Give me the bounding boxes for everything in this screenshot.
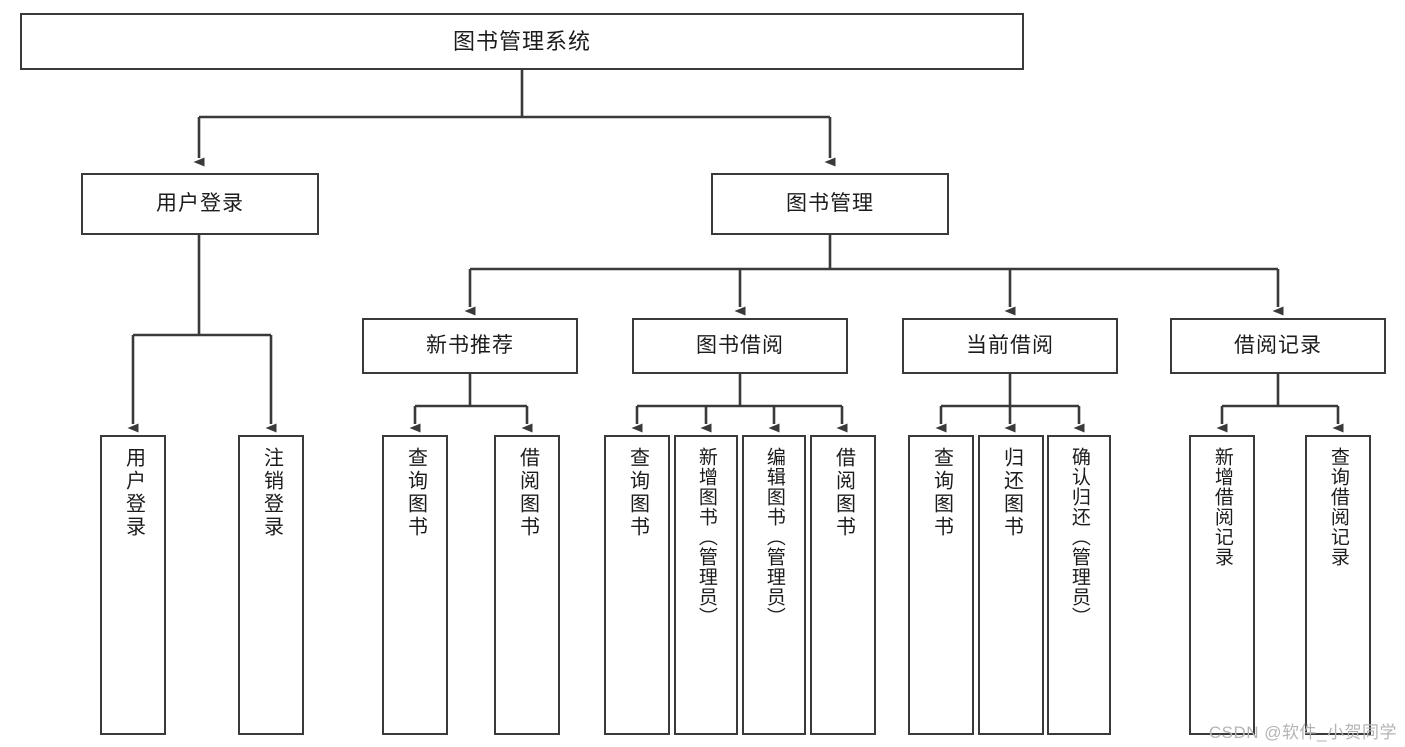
node-new-book-recommend[interactable]: 新书推荐: [362, 318, 578, 374]
leaf-user-login-login-label: 用户登录: [122, 447, 145, 539]
leaf-user-login-logout-label: 注销登录: [260, 447, 283, 539]
leaf-borrow-borrow-book-label: 借阅图书: [832, 447, 855, 539]
leaf-new-book-borrow[interactable]: 借阅图书: [494, 435, 560, 735]
leaf-record-add-label: 新增借阅记录: [1211, 447, 1233, 567]
leaf-user-login-logout[interactable]: 注销登录: [238, 435, 304, 735]
leaf-borrow-add-book-label: 新增图书（管理员）: [695, 447, 717, 627]
watermark: CSDN @软件_小贺同学: [1208, 723, 1397, 742]
node-new-book-recommend-label: 新书推荐: [426, 333, 514, 357]
node-user-login[interactable]: 用户登录: [81, 173, 319, 235]
leaf-new-book-query[interactable]: 查询图书: [382, 435, 448, 735]
leaf-current-query-book-label: 查询图书: [930, 447, 953, 539]
leaf-borrow-borrow-book[interactable]: 借阅图书: [810, 435, 876, 735]
leaf-user-login-login[interactable]: 用户登录: [100, 435, 166, 735]
node-book-borrow[interactable]: 图书借阅: [632, 318, 848, 374]
leaf-borrow-query-book-label: 查询图书: [626, 447, 649, 539]
leaf-borrow-add-book[interactable]: 新增图书（管理员）: [674, 435, 738, 735]
node-book-borrow-label: 图书借阅: [696, 333, 784, 357]
node-book-management[interactable]: 图书管理: [711, 173, 949, 235]
leaf-current-query-book[interactable]: 查询图书: [908, 435, 974, 735]
leaf-current-return-book-label: 归还图书: [1000, 447, 1023, 539]
node-borrow-record[interactable]: 借阅记录: [1170, 318, 1386, 374]
leaf-record-query-label: 查询借阅记录: [1327, 447, 1349, 567]
node-book-management-label: 图书管理: [786, 191, 874, 215]
node-root-label: 图书管理系统: [452, 28, 591, 54]
node-borrow-record-label: 借阅记录: [1234, 333, 1322, 357]
leaf-record-query[interactable]: 查询借阅记录: [1305, 435, 1371, 735]
leaf-new-book-borrow-label: 借阅图书: [516, 447, 539, 539]
node-root-system[interactable]: 图书管理系统: [20, 13, 1024, 70]
node-current-borrow-label: 当前借阅: [966, 333, 1054, 357]
node-current-borrow[interactable]: 当前借阅: [902, 318, 1118, 374]
leaf-current-confirm-return[interactable]: 确认归还（管理员）: [1047, 435, 1111, 735]
leaf-current-return-book[interactable]: 归还图书: [978, 435, 1044, 735]
leaf-borrow-edit-book[interactable]: 编辑图书（管理员）: [742, 435, 806, 735]
leaf-current-confirm-return-label: 确认归还（管理员）: [1068, 447, 1090, 627]
node-user-login-label: 用户登录: [156, 191, 244, 215]
leaf-record-add[interactable]: 新增借阅记录: [1189, 435, 1255, 735]
leaf-borrow-edit-book-label: 编辑图书（管理员）: [763, 447, 785, 627]
leaf-borrow-query-book[interactable]: 查询图书: [604, 435, 670, 735]
leaf-new-book-query-label: 查询图书: [404, 447, 427, 539]
